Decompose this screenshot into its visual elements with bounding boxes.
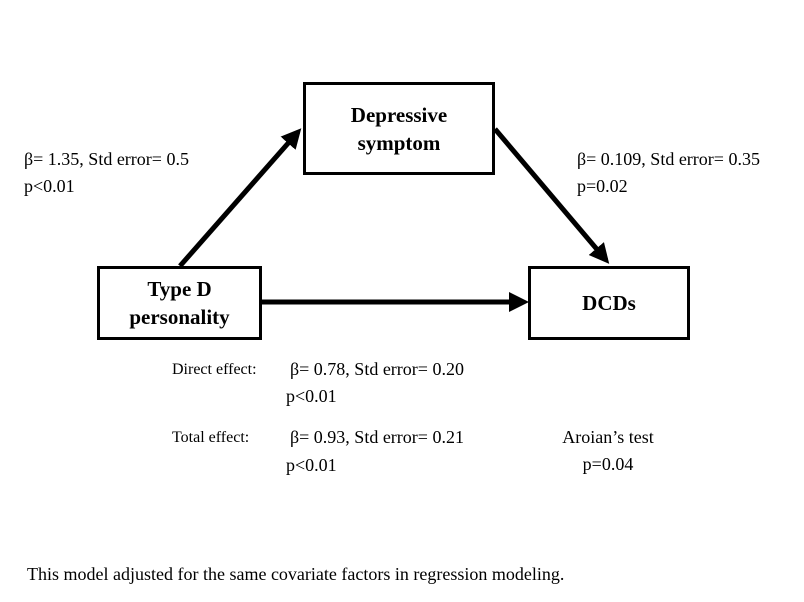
total-effect-label: Total effect: (172, 429, 250, 446)
path-a-p: p<0.01 (24, 176, 75, 196)
arrow-mediator-to-outcome (493, 127, 610, 264)
direct-effect-label: Direct effect: (172, 361, 257, 378)
aroian-test-annotation: Aroian’s test p=0.04 (548, 424, 668, 478)
outcome-box: DCDs (528, 266, 690, 340)
arrow-exposure-to-mediator (178, 128, 302, 268)
exposure-label-line1: Type D (147, 277, 212, 301)
path-a-stat: β= 1.35, Std error= 0.5 (24, 149, 189, 169)
aroian-test-label: Aroian’s test (562, 427, 654, 447)
path-b-annotation: β= 0.109, Std error= 0.35 p=0.02 (577, 146, 760, 200)
total-effect-stat: β= 0.93, Std error= 0.21 (290, 427, 464, 447)
total-effect-p: p<0.01 (286, 455, 337, 475)
mediator-label-line1: Depressive (350, 102, 448, 127)
aroian-test-p: p=0.04 (582, 454, 634, 474)
footnote: This model adjusted for the same covaria… (27, 564, 565, 584)
mediator-box: Depressive symptom (303, 82, 495, 175)
mediator-label-line2: symptom (357, 130, 441, 155)
exposure-box: Type D personality (97, 266, 262, 340)
path-b-p: p=0.02 (577, 176, 628, 196)
outcome-label: DCDs (582, 291, 636, 315)
exposure-label-line2: personality (129, 305, 230, 329)
direct-effect-p: p<0.01 (286, 386, 337, 406)
direct-effect-stat: β= 0.78, Std error= 0.20 (290, 359, 464, 379)
path-a-annotation: β= 1.35, Std error= 0.5 p<0.01 (24, 146, 189, 200)
path-b-stat: β= 0.109, Std error= 0.35 (577, 149, 760, 169)
